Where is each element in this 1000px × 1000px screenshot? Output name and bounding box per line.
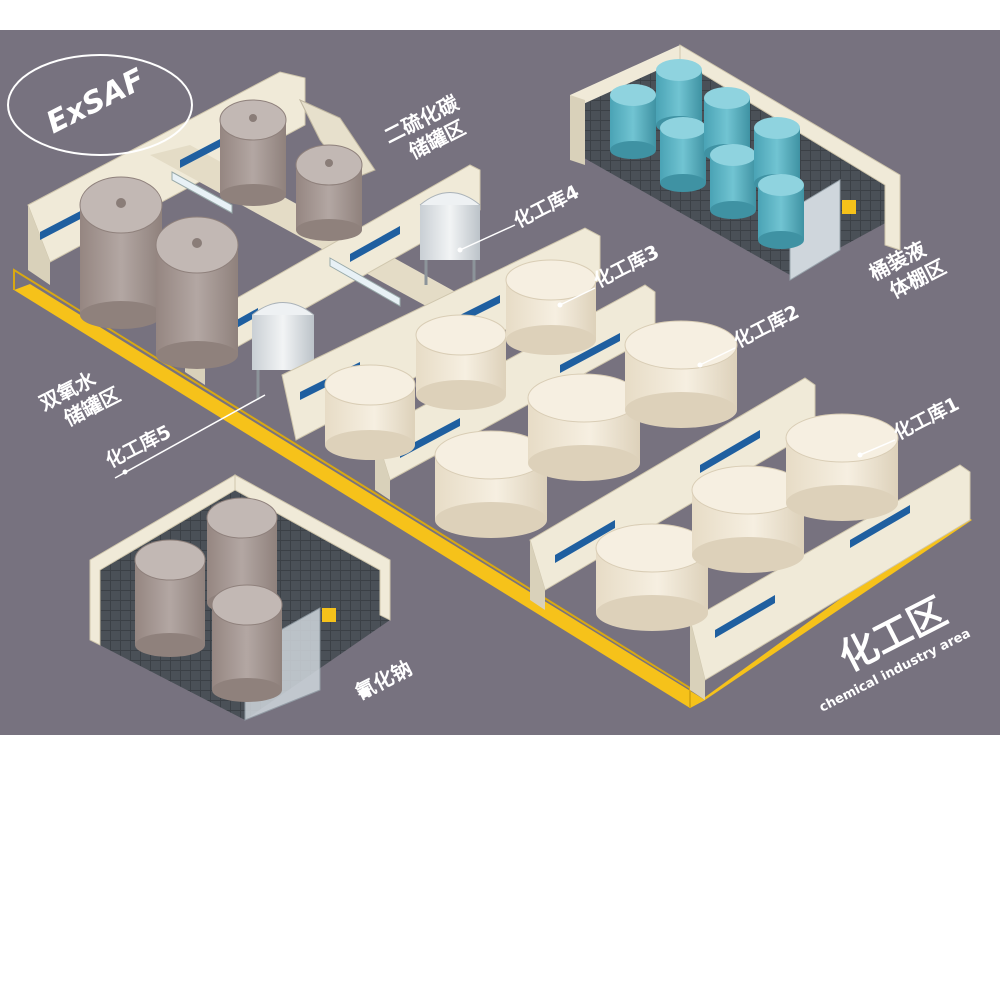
- storage-dome: [434, 430, 548, 538]
- blue-drums: [610, 59, 804, 249]
- white-vertical-tank: [419, 192, 481, 285]
- white-vertical-tank: [251, 302, 315, 400]
- warehouse-domes: [324, 259, 899, 631]
- storage-dome: [505, 259, 597, 355]
- storage-dome: [785, 413, 899, 521]
- storage-dome: [527, 373, 641, 481]
- grey-tank: [134, 539, 206, 657]
- blue-drum: [660, 117, 706, 192]
- grey-tank: [295, 144, 363, 241]
- grey-tank: [219, 99, 287, 206]
- blue-drum: [758, 174, 804, 249]
- storage-dome: [624, 320, 738, 428]
- storage-dome: [595, 523, 709, 631]
- blue-drum: [610, 84, 656, 159]
- sodium-cyanide-room: [89, 474, 391, 721]
- carbon-disulfide-tanks: [219, 99, 363, 241]
- grey-tank: [155, 216, 239, 369]
- grey-tank: [79, 176, 163, 329]
- storage-dome: [324, 364, 416, 460]
- hydrogen-peroxide-tanks: [79, 176, 239, 369]
- storage-dome: [691, 465, 805, 573]
- storage-dome: [415, 314, 507, 410]
- blue-drum: [710, 144, 756, 219]
- grey-tank: [211, 584, 283, 702]
